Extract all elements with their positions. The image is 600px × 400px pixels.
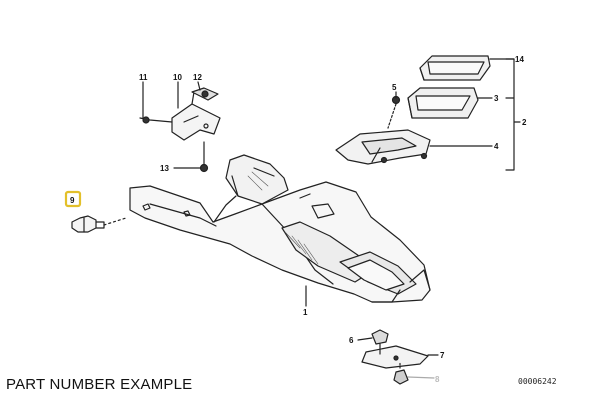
callout-13: 13	[160, 164, 169, 173]
callout-2: 2	[522, 118, 527, 127]
callout-3: 3	[494, 94, 499, 103]
callout-6: 6	[349, 336, 354, 345]
bracket-part-10	[171, 81, 221, 141]
screw-part-11	[139, 81, 173, 124]
center-console	[129, 154, 431, 303]
console-hatching	[247, 171, 319, 265]
group-bracket-2	[505, 58, 521, 171]
callout-11: 11	[139, 73, 148, 82]
callout-4: 4	[494, 142, 499, 151]
screw-part-5	[387, 91, 401, 129]
tray-part-14	[419, 55, 515, 81]
insert-part-3	[407, 87, 493, 119]
callout-12: 12	[193, 73, 202, 82]
callout-14: 14	[515, 55, 524, 64]
ashtray-part-4	[335, 129, 493, 165]
callout-5: 5	[392, 83, 397, 92]
screw-part-13	[173, 141, 209, 173]
callout-labels: 1 2 3 4 5 6 7 8 9 10 11 12 13 14	[70, 55, 527, 384]
drawing-number: 00006242	[518, 377, 557, 386]
nut-part-6	[357, 329, 389, 345]
callout-7: 7	[440, 351, 445, 360]
caption: PART NUMBER EXAMPLE	[6, 376, 193, 393]
callout-8: 8	[435, 375, 440, 384]
callout-10: 10	[173, 73, 182, 82]
callout-9-highlight	[64, 190, 82, 208]
nut-part-12	[191, 81, 219, 101]
callout-9[interactable]: 9	[70, 196, 75, 205]
clip-part-9[interactable]	[71, 215, 127, 233]
plate-part-7	[361, 343, 439, 369]
screw-part-8	[393, 361, 435, 385]
callout-1: 1	[303, 308, 308, 317]
